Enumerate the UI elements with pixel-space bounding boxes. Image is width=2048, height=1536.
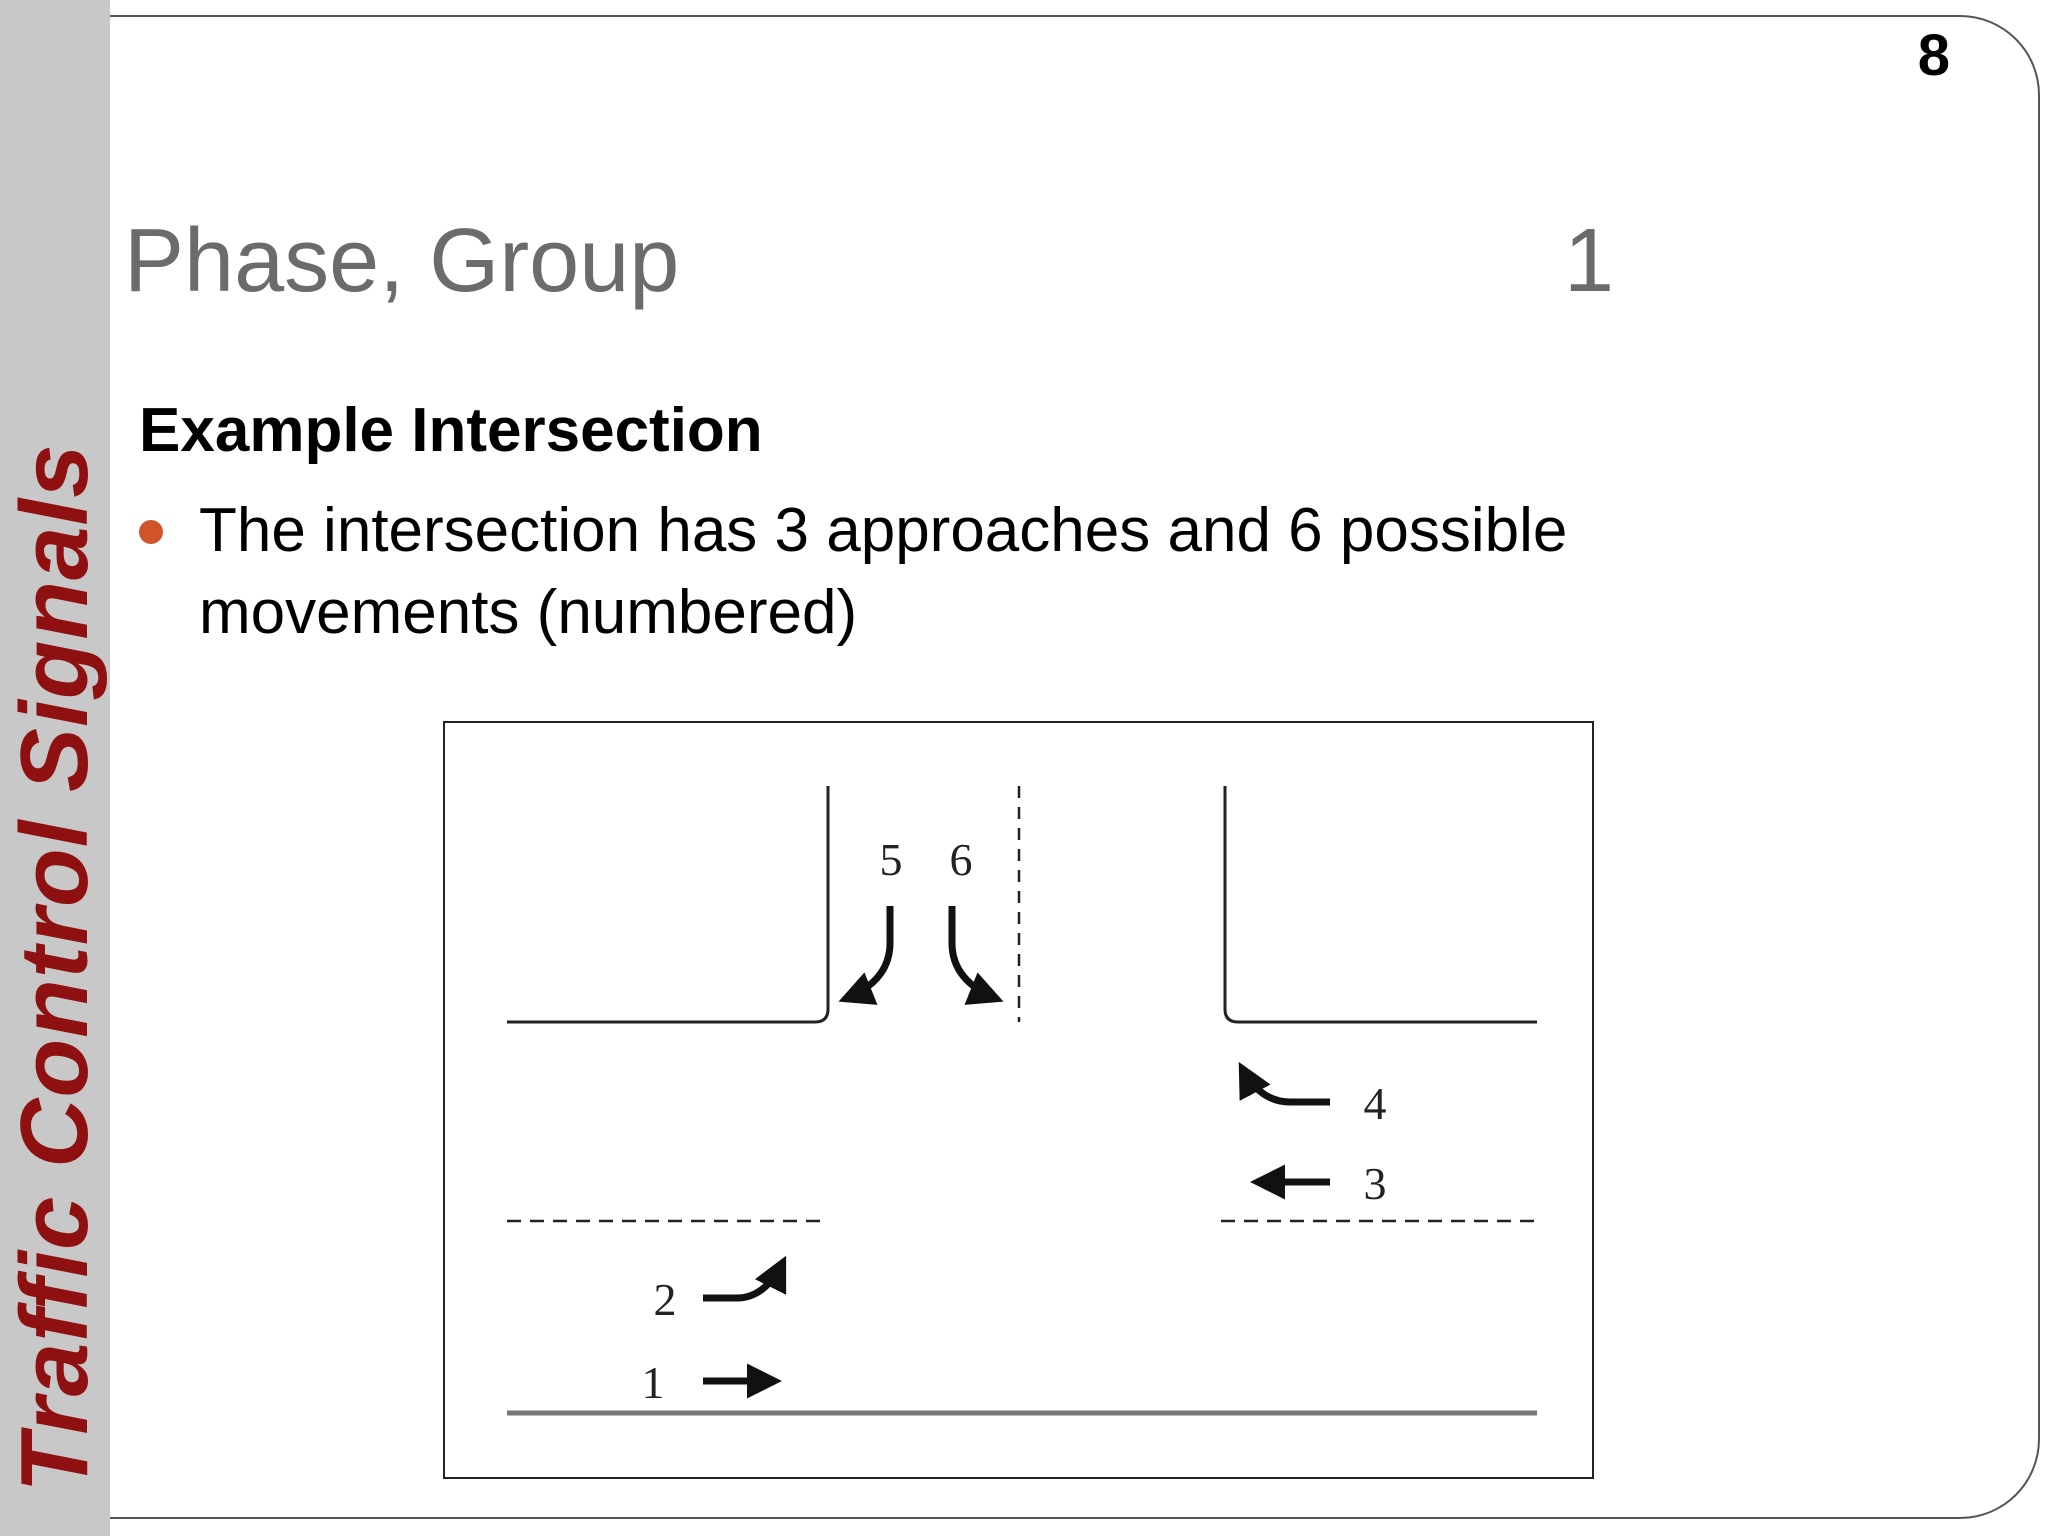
- sidebar-title: Traffic Control Signals: [1, 443, 108, 1493]
- movement-2-arrow: [703, 1255, 787, 1302]
- sidebar: Traffic Control Signals: [0, 0, 110, 1536]
- road-edge-right-top: [1223, 786, 1537, 1024]
- movement-label-6: 6: [950, 834, 973, 885]
- title-number: 1: [1563, 211, 1614, 311]
- bullet-dot-icon: [139, 520, 163, 544]
- movement-label-3: 3: [1364, 1158, 1387, 1209]
- movement-4-arrow: [1238, 1061, 1330, 1106]
- bullet-text: The intersection has 3 approaches and 6 …: [199, 496, 1568, 647]
- slide-frame: [110, 15, 2040, 1519]
- title-text: Phase, Group: [124, 211, 680, 311]
- intersection-svg: 1 2 3 4 5 6: [507, 786, 1537, 1416]
- movement-5-arrow: [838, 906, 894, 1005]
- bullet-item: The intersection has 3 approaches and 6 …: [139, 490, 1759, 654]
- movement-label-1: 1: [642, 1357, 665, 1408]
- slide-title: Phase, Group 1: [124, 210, 1614, 313]
- page-number: 8: [1917, 23, 1950, 88]
- section-heading: Example Intersection: [139, 396, 763, 465]
- intersection-diagram: 1 2 3 4 5 6: [443, 721, 1594, 1479]
- movement-label-5: 5: [880, 834, 903, 885]
- road-edge-left-top: [507, 786, 830, 1024]
- movement-6-arrow: [948, 906, 1004, 1005]
- movement-label-4: 4: [1364, 1078, 1387, 1129]
- movement-label-2: 2: [654, 1274, 677, 1325]
